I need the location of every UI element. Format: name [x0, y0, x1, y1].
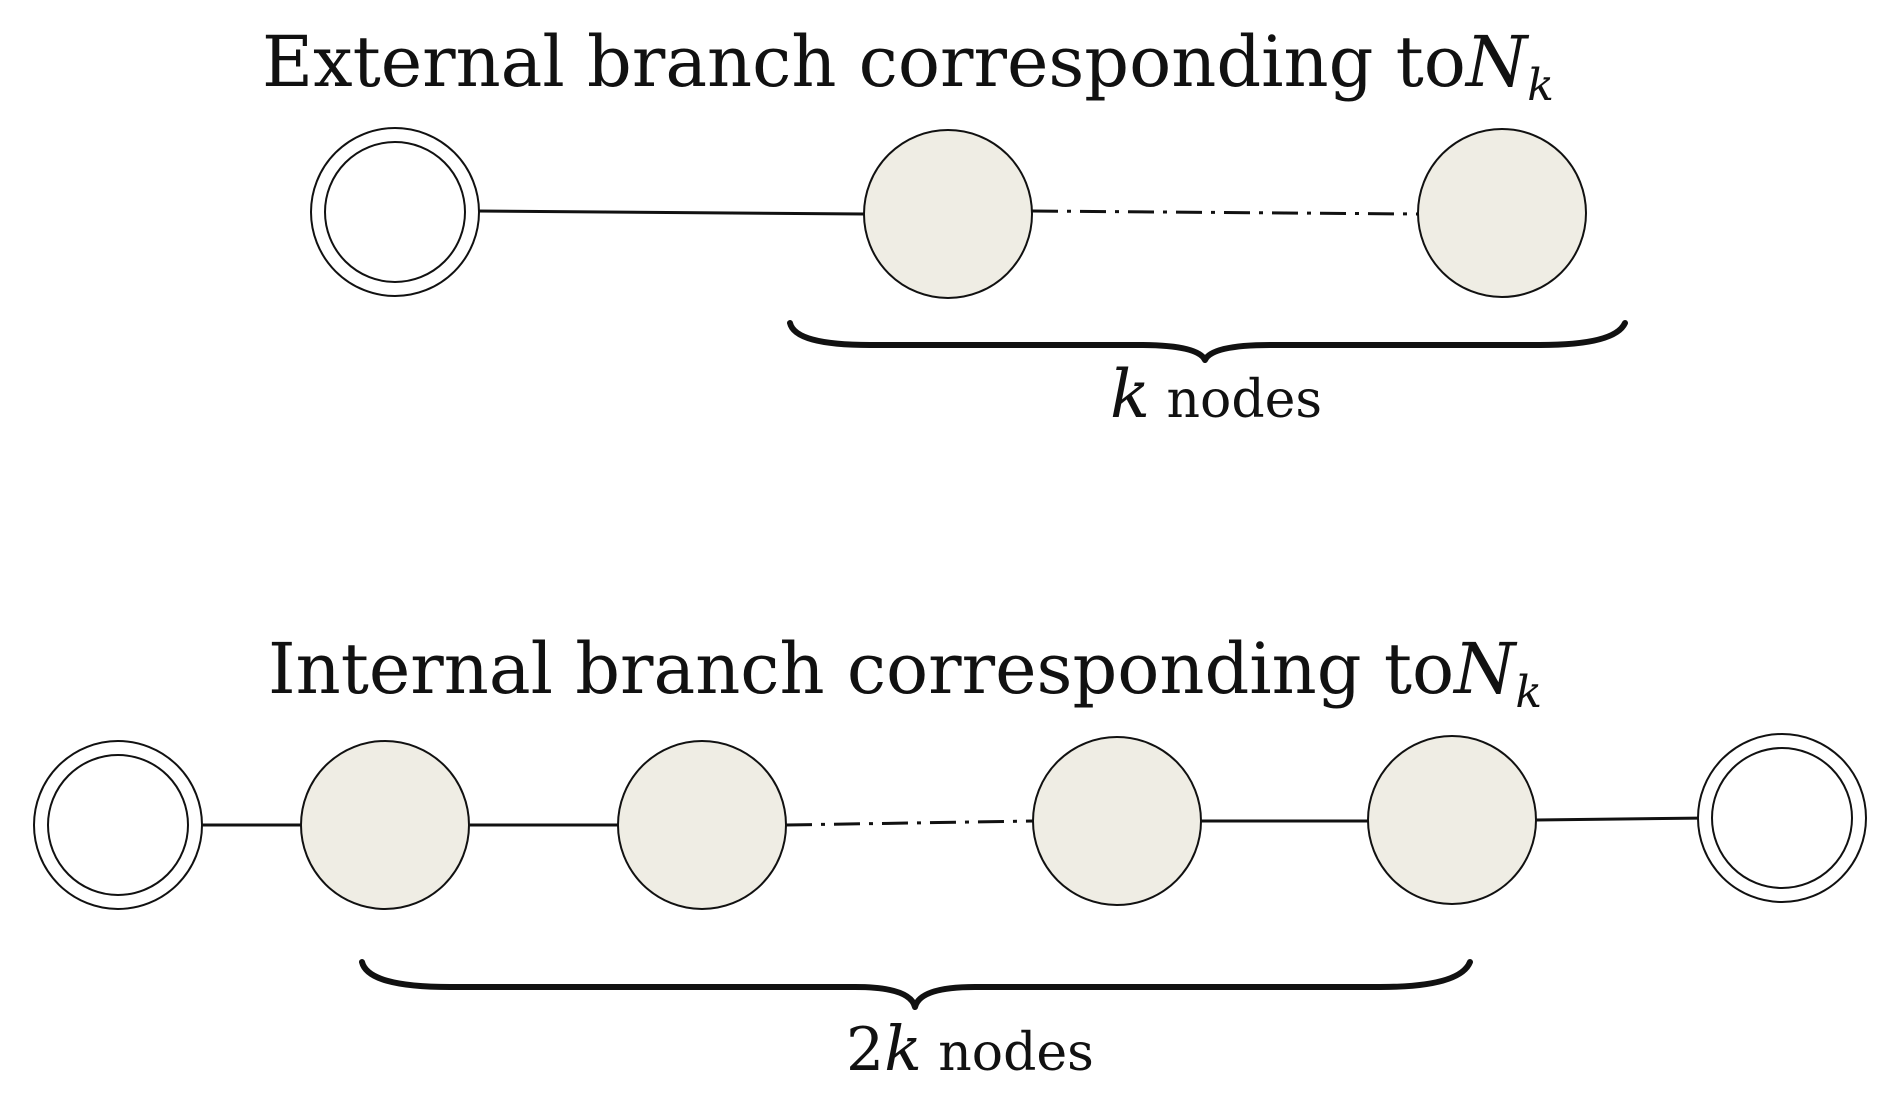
internal-terminal-node-left [33, 740, 203, 910]
terminal-node-inner-ring [1711, 747, 1853, 889]
internal-brace-text: nodes [922, 1023, 1094, 1083]
internal-caption-text: Internal branch corresponding to [268, 628, 1454, 710]
internal-node-1 [300, 740, 470, 910]
internal-brace-count: k [884, 1012, 922, 1085]
external-brace [787, 320, 1628, 363]
external-branch-caption: External branch corresponding toNk [262, 21, 1554, 111]
internal-caption-symbol: N [1452, 628, 1518, 710]
external-edge-solid [476, 209, 865, 216]
terminal-node-inner-ring [324, 141, 466, 283]
external-terminal-node [310, 127, 480, 297]
internal-caption-subscript: k [1515, 667, 1542, 718]
internal-terminal-node-right [1697, 733, 1867, 903]
internal-node-4 [1367, 735, 1537, 905]
internal-edge-dashdot [785, 819, 1034, 827]
internal-brace [359, 959, 1473, 1010]
external-brace-count: k [1110, 356, 1150, 433]
external-caption-subscript: k [1527, 60, 1554, 111]
external-node-first [863, 129, 1033, 299]
internal-branch-caption: Internal branch corresponding toNk [268, 628, 1542, 718]
internal-brace-count-prefix: 2 [846, 1015, 884, 1085]
internal-node-2 [617, 740, 787, 910]
external-caption-symbol: N [1464, 21, 1530, 103]
terminal-node-inner-ring [47, 754, 189, 896]
internal-edge-4 [1535, 816, 1711, 822]
external-branch: External branch corresponding toNk k nod… [262, 21, 1628, 433]
external-node-last [1417, 128, 1587, 298]
internal-brace-label: 2k nodes [846, 1012, 1094, 1085]
external-edge-dashdot [1031, 209, 1419, 216]
internal-branch: Internal branch corresponding toNk 2k no… [33, 628, 1867, 1085]
internal-node-3 [1032, 736, 1202, 906]
external-caption-text: External branch corresponding to [262, 21, 1466, 103]
external-brace-label: k nodes [1110, 356, 1322, 433]
external-brace-text: nodes [1150, 370, 1322, 430]
